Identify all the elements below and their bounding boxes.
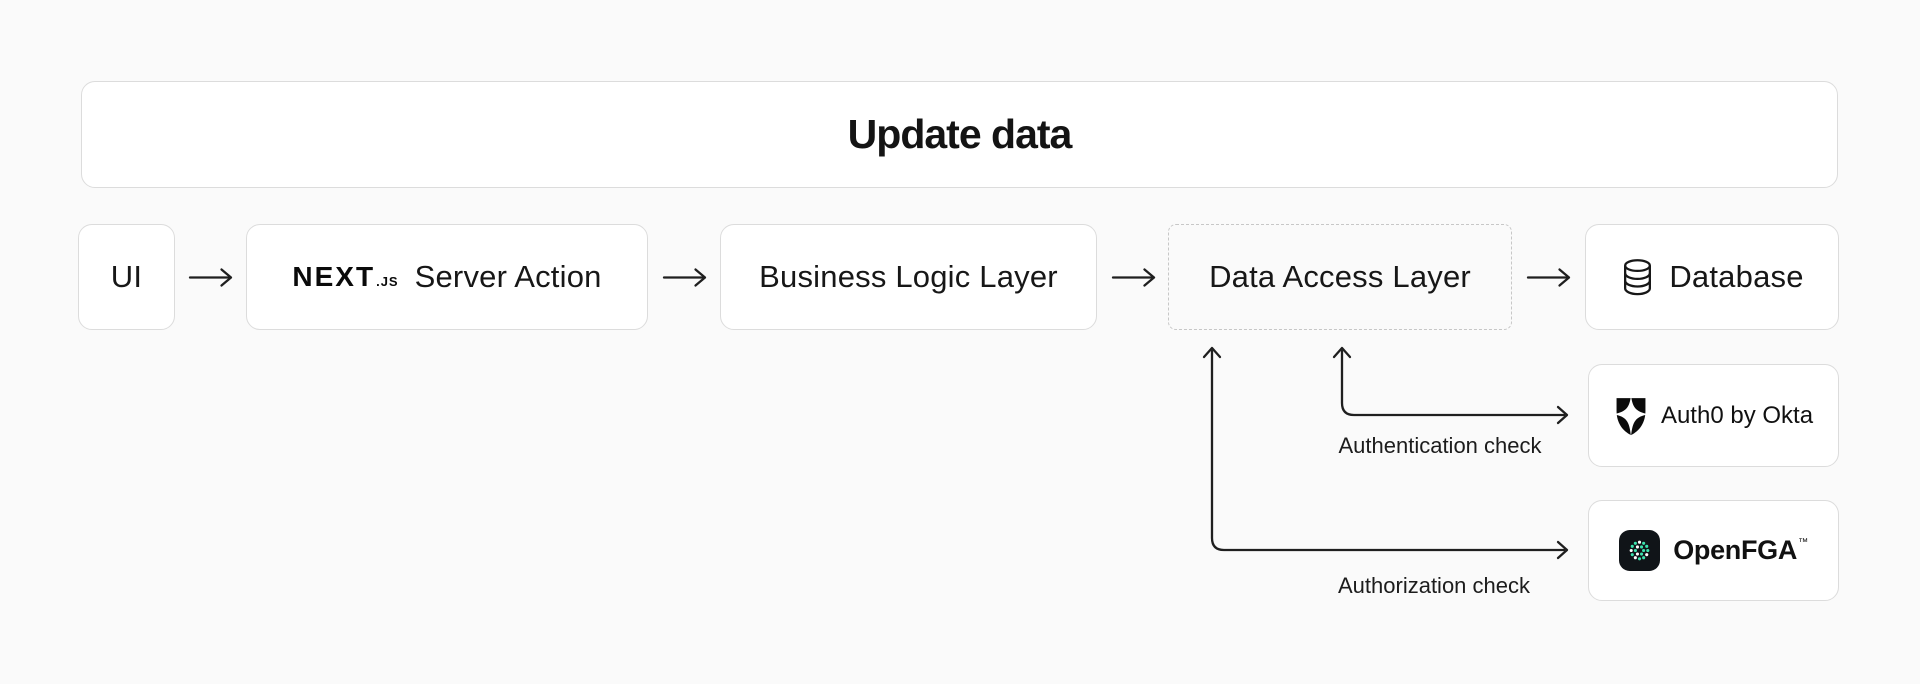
arrow-bll-to-dal	[1111, 268, 1156, 287]
node-business-logic-layer-label: Business Logic Layer	[759, 259, 1058, 294]
node-ui-label: UI	[110, 259, 143, 294]
node-database-label: Database	[1669, 259, 1804, 294]
nextjs-wordmark: NEXT	[292, 261, 376, 292]
database-icon	[1620, 258, 1655, 296]
arrow-server-action-to-bll	[662, 268, 707, 287]
page-title: Update data	[847, 111, 1073, 157]
title-card: Update data	[81, 81, 1838, 188]
node-business-logic-layer: Business Logic Layer	[720, 224, 1097, 330]
auth0-card: Auth0 by Okta	[1588, 364, 1839, 467]
arrow-authentication-check	[1332, 346, 1569, 425]
nextjs-js-suffix: .JS	[376, 274, 399, 289]
openfga-icon	[1619, 530, 1661, 571]
openfga-trademark: ™	[1798, 537, 1808, 548]
openfga-icon-svg	[1619, 530, 1661, 571]
node-ui: UI	[78, 224, 175, 330]
auth0-shield-icon	[1613, 395, 1648, 437]
authorization-check-label: Authorization check	[1338, 573, 1530, 598]
node-data-access-layer: Data Access Layer	[1168, 224, 1512, 330]
authentication-check-label: Authentication check	[1338, 433, 1542, 458]
node-server-action-label: Server Action	[414, 259, 602, 294]
nextjs-logo: NEXT .JS	[292, 261, 398, 293]
node-data-access-layer-label: Data Access Layer	[1209, 259, 1471, 294]
node-database: Database	[1585, 224, 1839, 330]
auth0-label: Auth0 by Okta	[1660, 401, 1814, 429]
openfga-dot-pattern	[1629, 540, 1650, 561]
auth0-shield-svg	[1613, 395, 1648, 436]
arrow-ui-to-server-action	[188, 268, 233, 287]
openfga-wordmark: OpenFGA	[1673, 535, 1798, 565]
database-icon-svg	[1624, 259, 1652, 296]
arrow-dal-to-database	[1526, 268, 1571, 287]
node-server-action: NEXT .JS Server Action	[246, 224, 648, 330]
